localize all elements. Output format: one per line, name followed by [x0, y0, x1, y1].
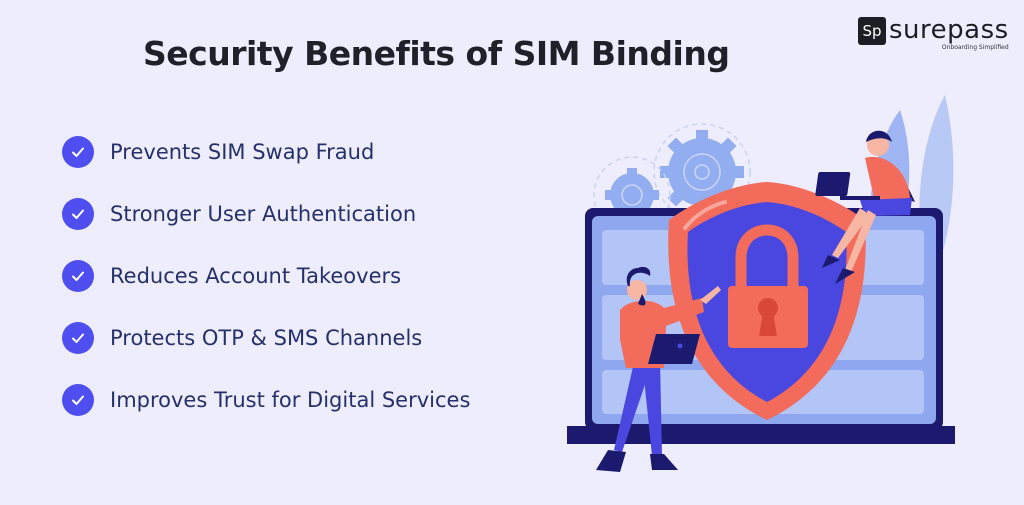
benefit-label: Protects OTP & SMS Channels — [110, 325, 423, 350]
man-with-laptop — [596, 266, 721, 472]
brand-tagline: Onboarding Simplified — [941, 44, 1009, 51]
check-circle-icon — [62, 135, 94, 168]
page-title: Security Benefits of SIM Binding — [143, 34, 730, 73]
check-circle-icon — [62, 383, 94, 416]
list-item: Improves Trust for Digital Services — [62, 383, 471, 416]
logo-mark: Sp — [858, 17, 886, 45]
list-item: Stronger User Authentication — [62, 197, 470, 230]
brand-name: surepass — [889, 15, 1009, 45]
check-circle-icon — [62, 259, 94, 292]
check-circle-icon — [62, 197, 94, 230]
benefit-label: Prevents SIM Swap Fraud — [110, 139, 375, 164]
list-item: Reduces Account Takeovers — [62, 259, 470, 292]
benefit-label: Improves Trust for Digital Services — [110, 387, 471, 412]
logo-text: surepass Onboarding Simplified — [889, 17, 1009, 51]
security-illustration — [567, 95, 955, 472]
woman-with-laptop — [815, 130, 915, 284]
check-circle-icon — [62, 321, 94, 354]
benefits-list: Prevents SIM Swap Fraud Stronger User Au… — [62, 135, 471, 446]
surepass-logo: Sp surepass Onboarding Simplified — [858, 17, 1009, 51]
list-item: Prevents SIM Swap Fraud — [62, 135, 470, 168]
padlock-icon — [728, 224, 808, 348]
benefit-label: Stronger User Authentication — [110, 201, 417, 226]
benefit-label: Reduces Account Takeovers — [110, 263, 402, 288]
list-item: Protects OTP & SMS Channels — [62, 321, 470, 354]
